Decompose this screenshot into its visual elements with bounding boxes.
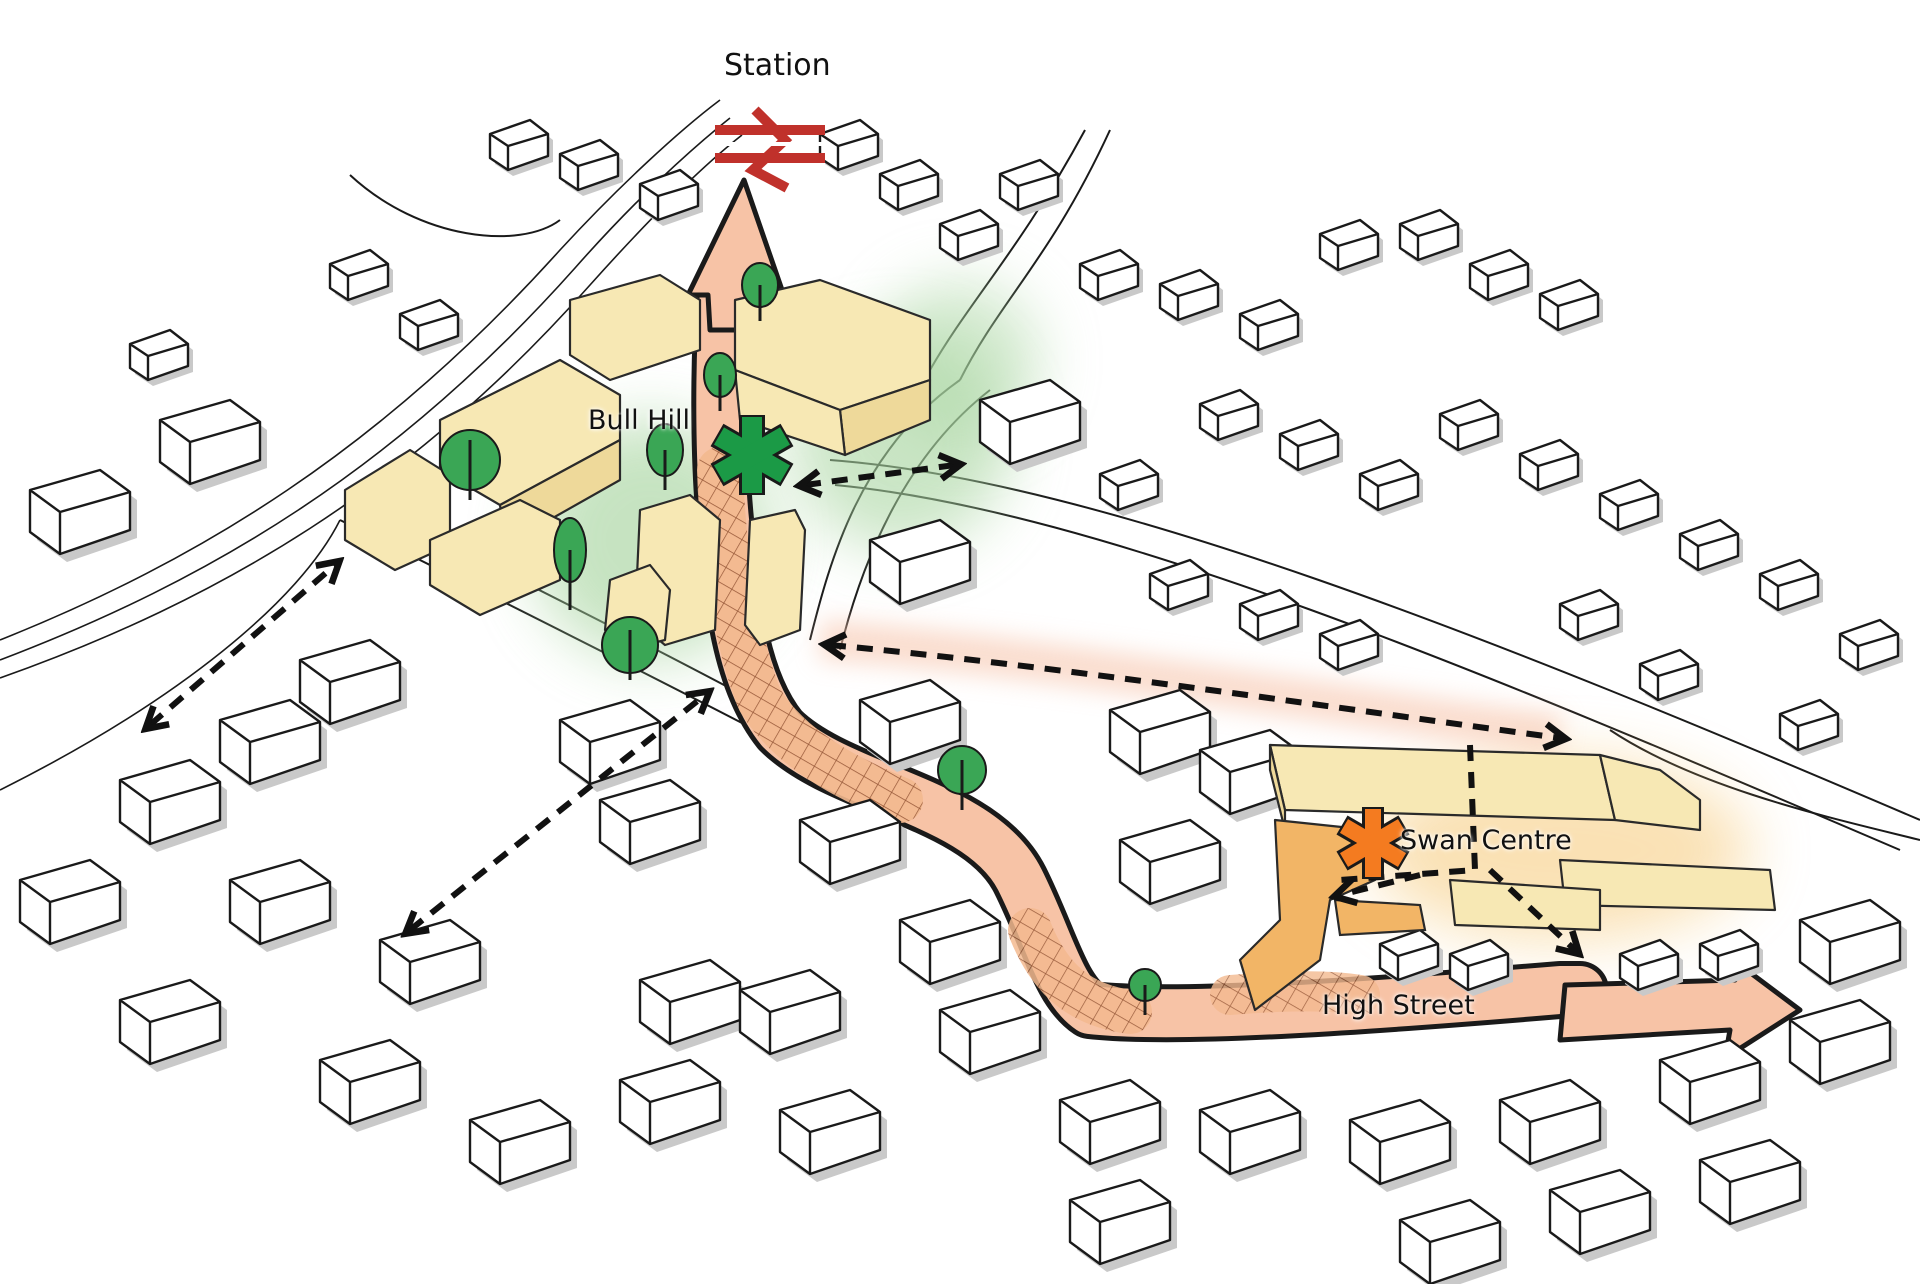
pedestrian-links (150, 465, 1575, 950)
swan-centre-label: Swan Centre (1400, 825, 1572, 856)
station-label: Station (724, 48, 831, 83)
tree-icon (703, 352, 737, 411)
bull-hill-label: Bull Hill (588, 405, 691, 436)
main-route (685, 177, 1803, 1061)
asterisk-icon (1336, 807, 1410, 879)
trees (439, 262, 1162, 1015)
high-street-label: High Street (1322, 990, 1475, 1021)
tree-icon (646, 423, 684, 490)
national-rail-icon (715, 106, 825, 193)
bull-hill-development (343, 273, 932, 652)
swan-centre-development (1238, 743, 1777, 1012)
asterisk-icon (710, 415, 794, 495)
tree-icon (439, 429, 501, 500)
tree-icon (1128, 968, 1162, 1015)
tree-icon (741, 262, 779, 321)
tree-icon (553, 517, 587, 610)
tree-icon (601, 616, 659, 680)
